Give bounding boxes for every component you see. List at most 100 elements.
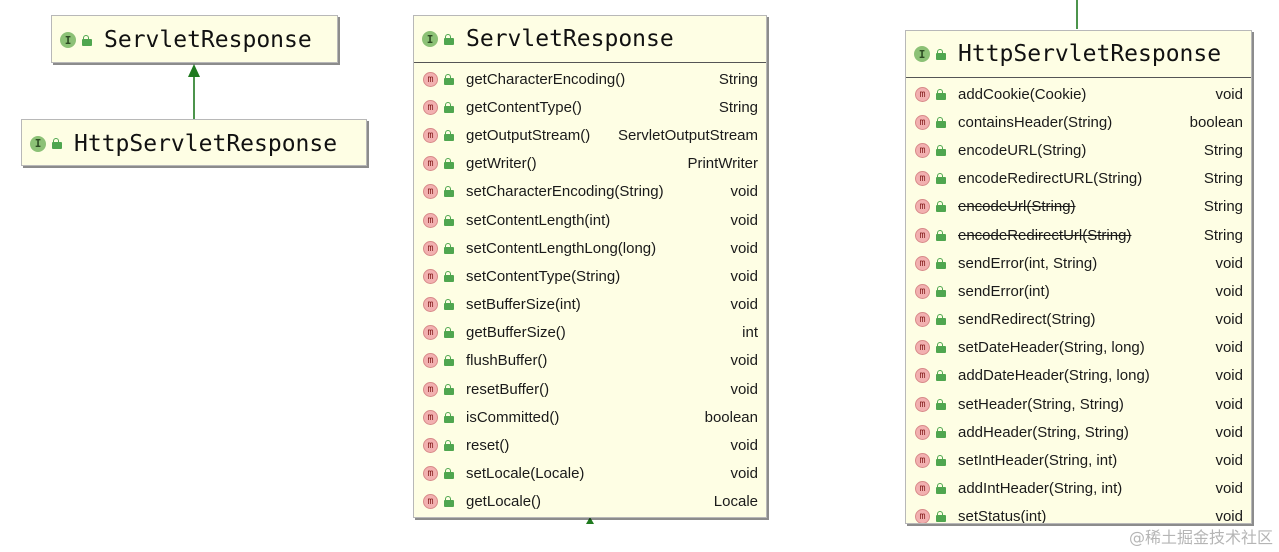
method-name: setBufferSize(int): [466, 296, 581, 314]
method-icon: m: [915, 340, 930, 356]
watermark: @稀土掘金技术社区: [1128, 528, 1273, 547]
method-return-type: void: [730, 465, 758, 483]
method-name: setContentType(String): [466, 267, 621, 285]
small-child-title: HttpServletResponse: [74, 130, 338, 157]
public-lock-icon: [444, 214, 454, 226]
method-name: encodeUrl(String): [958, 198, 1076, 216]
method-return-type: String: [1203, 170, 1243, 188]
method-return-type: PrintWriter: [687, 155, 758, 173]
method-return-type: String: [1203, 141, 1243, 159]
method-icon: m: [915, 424, 930, 440]
method-icon: m: [423, 409, 438, 425]
method-icon: m: [423, 99, 438, 115]
public-lock-icon: [444, 186, 454, 198]
method-name: getWriter(): [466, 155, 537, 173]
method-icon: m: [915, 114, 930, 130]
method-name: isCommitted(): [466, 408, 560, 426]
method-row[interactable]: m getWriter() PrintWriter: [414, 150, 766, 178]
interface-icon: I: [422, 31, 438, 47]
public-lock-icon: [936, 88, 946, 100]
public-lock-icon: [936, 511, 946, 523]
method-return-type: ServletOutputStream: [617, 126, 758, 144]
method-icon: m: [423, 381, 438, 397]
method-return-type: void: [1215, 85, 1243, 103]
method-return-type: String: [1203, 198, 1243, 216]
method-return-type: void: [1215, 508, 1243, 524]
title-separator: [906, 77, 1251, 78]
method-return-type: void: [1215, 395, 1243, 413]
method-return-type: void: [1215, 423, 1243, 441]
method-name: sendError(int): [958, 282, 1050, 300]
http-servlet-response-title: HttpServletResponse: [958, 41, 1222, 67]
public-lock-icon: [936, 257, 946, 269]
method-name: getOutputStream(): [466, 126, 591, 144]
interface-icon: I: [60, 32, 76, 48]
public-lock-icon: [444, 468, 454, 480]
method-name: setIntHeader(String, int): [958, 452, 1118, 470]
method-return-type: boolean: [1189, 113, 1243, 131]
method-return-type: void: [730, 239, 758, 257]
method-name: addDateHeader(String, long): [958, 367, 1150, 385]
method-name: sendRedirect(String): [958, 311, 1096, 329]
method-icon: m: [423, 156, 438, 172]
method-icon: m: [423, 325, 438, 341]
small-http-servlet-response-box[interactable]: I HttpServletResponse: [21, 119, 367, 166]
method-icon: m: [423, 240, 438, 256]
method-row[interactable]: m setContentLengthLong(long) void: [414, 234, 766, 262]
method-icon: m: [915, 142, 930, 158]
method-return-type: void: [1215, 367, 1243, 385]
method-name: setContentLength(int): [466, 211, 611, 229]
small-servlet-response-box[interactable]: I ServletResponse: [51, 15, 338, 63]
servlet-response-title: ServletResponse: [466, 26, 674, 52]
method-icon: m: [423, 438, 438, 454]
method-name: setContentLengthLong(long): [466, 239, 657, 257]
method-row[interactable]: m addHeader(String, String) void: [906, 418, 1251, 446]
method-return-type: void: [730, 296, 758, 314]
method-row[interactable]: m encodeURL(String) String: [906, 136, 1251, 164]
method-name: getCharacterEncoding(): [466, 70, 626, 88]
public-lock-icon: [936, 285, 946, 297]
method-return-type: void: [730, 437, 758, 455]
public-lock-icon: [936, 229, 946, 241]
method-return-type: Locale: [713, 493, 758, 511]
method-name: flushBuffer(): [466, 352, 548, 370]
public-lock-icon: [444, 270, 454, 282]
method-name: addHeader(String, String): [958, 423, 1129, 441]
method-icon: m: [915, 171, 930, 187]
method-name: resetBuffer(): [466, 380, 550, 398]
public-lock-icon: [936, 455, 946, 467]
public-lock-icon: [936, 314, 946, 326]
method-name: setDateHeader(String, long): [958, 339, 1145, 357]
method-name: encodeURL(String): [958, 141, 1087, 159]
